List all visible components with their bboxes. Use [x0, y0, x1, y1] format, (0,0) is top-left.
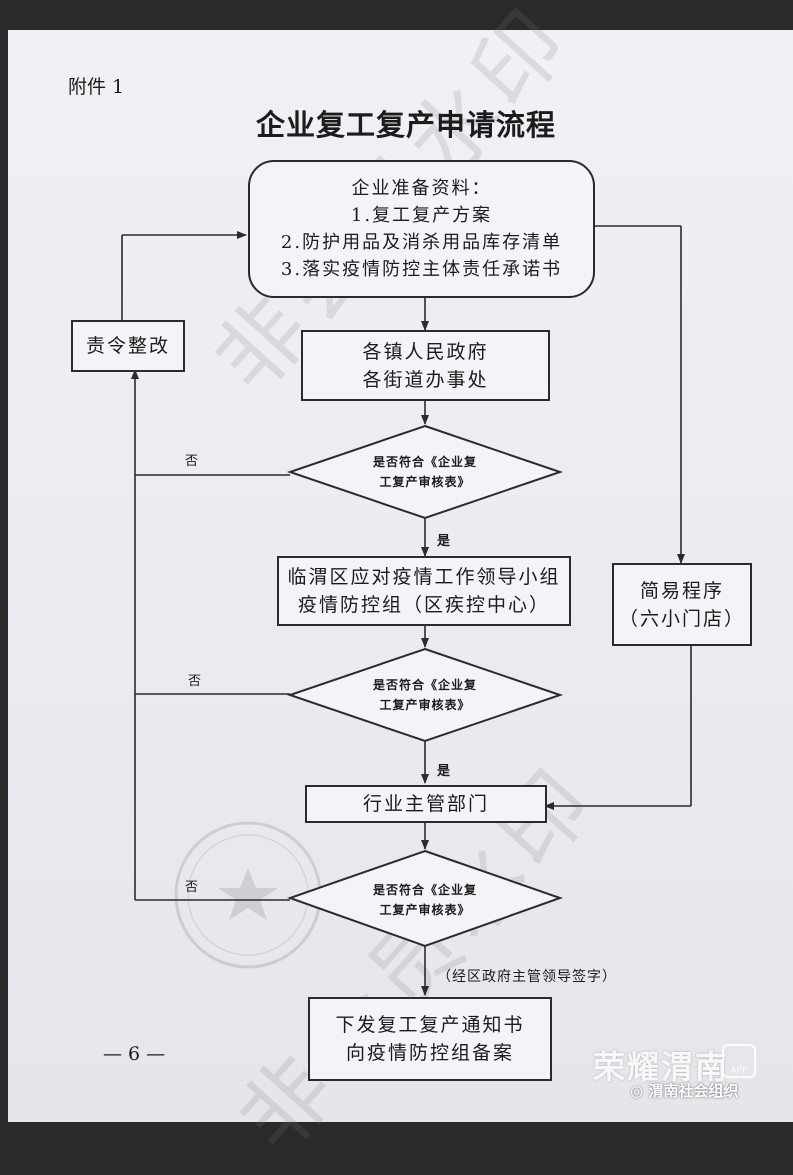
decision-line: 工复产审核表》 [379, 903, 471, 917]
decision-2-text: 是否符合《企业复 工复产审核表》 [350, 675, 500, 715]
industry-line: 行业主管部门 [362, 793, 489, 815]
page-number: — 6 — [103, 1043, 166, 1065]
decision-line: 是否符合《企业复 [372, 883, 477, 897]
prepare-heading: 企业准备资料： [351, 178, 492, 199]
decision-line: 工复产审核表》 [379, 698, 471, 712]
prepare-item: 2.防护用品及消杀用品库存清单 [280, 232, 563, 253]
page-title: 企业复工复产申请流程 [256, 108, 557, 142]
wechat-icon: ◎ [630, 1082, 649, 1100]
town-line: 各镇人民政府 [362, 340, 489, 363]
no-label-1: 否 [185, 454, 199, 469]
decision-3-text: 是否符合《企业复 工复产审核表》 [350, 880, 500, 920]
district-epidemic-team-box: 临渭区应对疫情工作领导小组 疫情防控组（区疾控中心） [277, 556, 571, 626]
notice-line: 下发复工复产通知书 [335, 1014, 525, 1036]
simple-line: 简易程序 [639, 579, 724, 602]
signature-note: （经区政府主管领导签字） [437, 969, 617, 985]
decision-1-text: 是否符合《企业复 工复产审核表》 [350, 452, 500, 492]
no-label-2: 否 [188, 674, 202, 689]
issue-notice-box: 下发复工复产通知书 向疫情防控组备案 [308, 997, 552, 1081]
yes-label-2: 是 [437, 764, 451, 779]
district-line: 临渭区应对疫情工作领导小组 [287, 566, 561, 588]
decision-line: 是否符合《企业复 [372, 455, 477, 469]
town-line: 各街道办事处 [362, 368, 489, 391]
attachment-label: 附件 1 [68, 76, 125, 98]
notice-line: 向疫情防控组备案 [345, 1042, 514, 1064]
wechat-account-label: ◎ 渭南社会组织 [630, 1080, 738, 1101]
wechat-account-name: 渭南社会组织 [648, 1082, 739, 1100]
simple-line: （六小门店） [618, 607, 745, 630]
no-label-3: 否 [185, 880, 199, 895]
prepare-materials-box: 企业准备资料： 1.复工复产方案 2.防护用品及消杀用品库存清单 3.落实疫情防… [248, 160, 595, 298]
rectify-line: 责令整改 [85, 335, 170, 357]
decision-line: 工复产审核表》 [379, 475, 471, 489]
prepare-item: 3.落实疫情防控主体责任承诺书 [280, 259, 563, 280]
yes-label-1: 是 [437, 534, 451, 549]
town-government-box: 各镇人民政府 各街道办事处 [301, 330, 550, 401]
app-badge-icon: APP [722, 1044, 756, 1078]
prepare-item: 1.复工复产方案 [350, 205, 493, 226]
source-logo: 荣耀渭南 [593, 1048, 730, 1086]
rectify-order-box: 责令整改 [71, 320, 185, 372]
simple-procedure-box: 简易程序 （六小门店） [612, 563, 752, 646]
industry-department-box: 行业主管部门 [305, 785, 547, 823]
app-badge-text: APP [730, 1066, 748, 1076]
decision-line: 是否符合《企业复 [372, 678, 477, 692]
flow-connectors [131, 231, 685, 996]
district-line: 疫情防控组（区疾控中心） [297, 594, 550, 616]
